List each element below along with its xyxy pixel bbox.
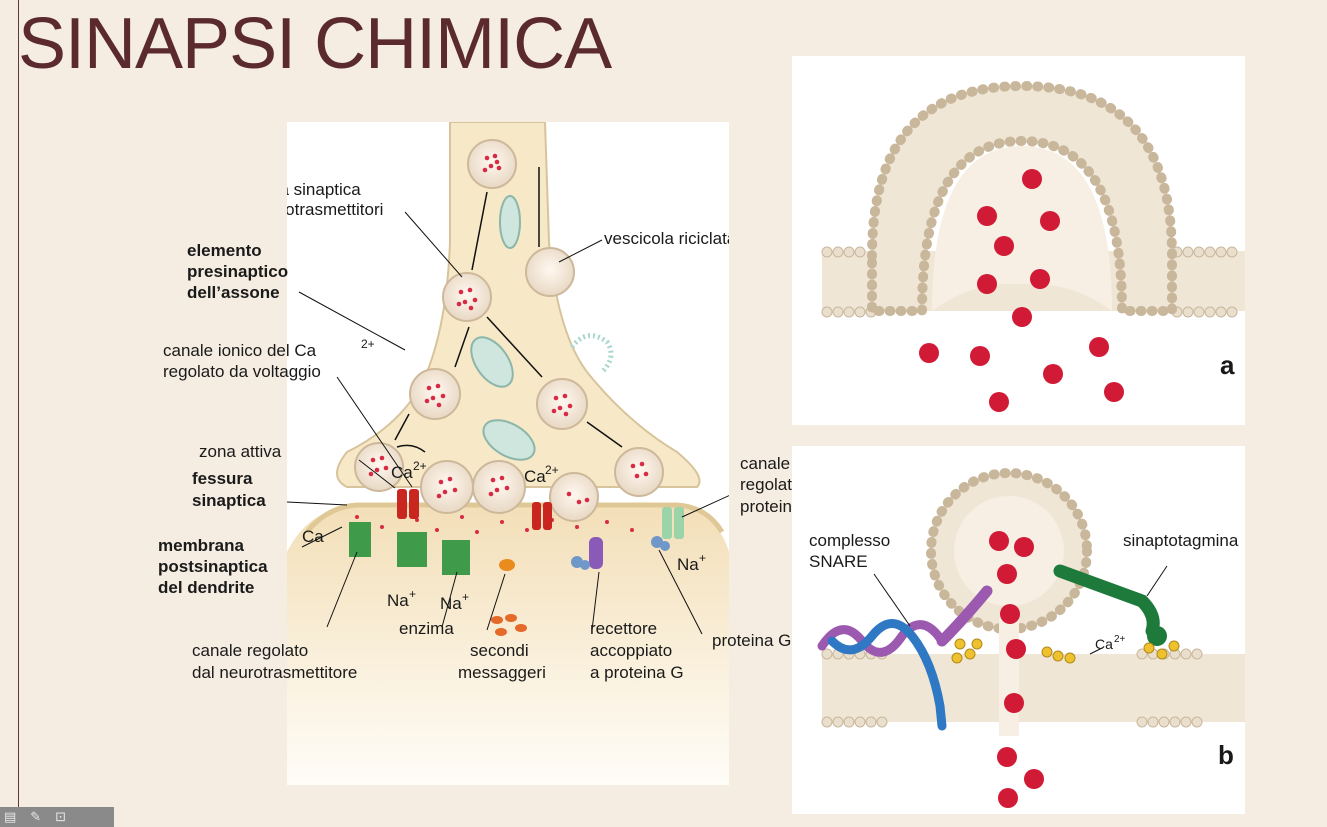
ion-ca-right: Ca [524, 467, 546, 486]
label-vescicola-2: con neurotrasmettitori [287, 200, 383, 219]
label-canale-ca-1: canale ionico del Ca [163, 341, 317, 360]
ion-ca-mid-sup: 2+ [413, 459, 427, 473]
label-sinaptotagmina: sinaptotagmina [1123, 531, 1239, 550]
panel-b-letter: b [1218, 740, 1234, 770]
panel-a-diagram: a [821, 80, 1245, 412]
label-snare-2: SNARE [809, 552, 868, 571]
panel-a-neurotransmitters [919, 169, 1124, 412]
g-protein-shape [571, 536, 670, 570]
label-fessura-2: sinaptica [192, 491, 266, 510]
label-recettore-2: accoppiato [590, 641, 672, 660]
ca-channels [397, 489, 552, 530]
label-elemento-2: presinaptico [187, 262, 288, 281]
gpcr-shape [589, 537, 603, 569]
label-secondi-2: messaggeri [458, 663, 546, 682]
label-zona-attiva: zona attiva [199, 442, 282, 461]
postsynaptic-dendrite [287, 507, 729, 785]
g-protein-channel [662, 507, 684, 539]
recycled-vesicle [525, 247, 575, 297]
label-canale-ca-2: regolato da voltaggio [163, 362, 321, 381]
ion-na-1-sup: + [409, 587, 416, 601]
left-labels: elemento presinaptico dell’assone canale… [158, 241, 839, 682]
slide-sorter-icon[interactable]: ▤ [4, 809, 17, 825]
label-elemento-3: dell’assone [187, 283, 280, 302]
synapse-diagram-panel: vescicola sinaptica con neurotrasmettito… [219, 121, 738, 785]
label-recettore-3: a proteina G [590, 663, 684, 682]
ion-na-3-sup: + [699, 551, 706, 565]
notes-icon[interactable]: ⊡ [55, 809, 67, 825]
label-elemento-1: elemento [187, 241, 262, 260]
label-enzima: enzima [399, 619, 454, 638]
slide-toolbar: ▤ ✎ ⊡ [0, 807, 114, 827]
ion-na-3: Na [677, 555, 699, 574]
mitochondria [470, 195, 536, 461]
label-recettore-1: recettore [590, 619, 657, 638]
enzyme-shape [499, 559, 515, 571]
exocytosis-panel-b: complesso SNARE sinaptotagmina Ca 2+ b [792, 446, 1245, 814]
label-canale-ca-sup: 2+ [361, 337, 375, 351]
label-ca-b: Ca [1095, 636, 1113, 652]
label-proteina-g: proteina G [712, 631, 791, 650]
synapse-diagram: vescicola sinaptica con neurotrasmettito… [219, 121, 738, 785]
slide-left-rule [18, 0, 19, 827]
label-snare-1: complesso [809, 531, 890, 550]
slide-title: SINAPSI CHIMICA [18, 4, 612, 84]
label-membrana-2: postsinaptica [158, 557, 268, 576]
ion-na-1: Na [387, 591, 409, 610]
ion-ca-right-sup: 2+ [545, 463, 559, 477]
label-membrana-1: membrana [158, 536, 245, 555]
neurotransmitter-dots [355, 515, 634, 534]
label-canale-regolato-2: dal neurotrasmettitore [192, 663, 357, 682]
label-ca-b-sup: 2+ [1114, 634, 1126, 645]
panel-b-diagram: complesso SNARE sinaptotagmina Ca 2+ b [809, 468, 1245, 808]
ligand-channels [349, 522, 470, 575]
exocytosis-panel-a: a [792, 56, 1245, 425]
second-messengers-shapes [491, 614, 527, 636]
calcium-ions [951, 638, 1180, 664]
label-vescicola-1: vescicola sinaptica [287, 180, 361, 199]
ion-ca-left: Ca [302, 527, 324, 546]
panel-b-neurotransmitters [989, 531, 1044, 808]
panel-a-letter: a [1220, 350, 1235, 380]
ion-ca-mid: Ca [391, 463, 413, 482]
label-canale-regolato-1: canale regolato [192, 641, 308, 660]
label-membrana-3: del dendrite [158, 578, 254, 597]
ion-na-2-sup: + [462, 590, 469, 604]
synaptic-vesicles [354, 139, 664, 522]
label-secondi-1: secondi [470, 641, 529, 660]
pen-icon[interactable]: ✎ [30, 809, 42, 825]
label-vescicola-riciclata: vescicola riciclata [604, 229, 729, 248]
label-fessura-1: fessura [192, 469, 253, 488]
ion-na-2: Na [440, 594, 462, 613]
